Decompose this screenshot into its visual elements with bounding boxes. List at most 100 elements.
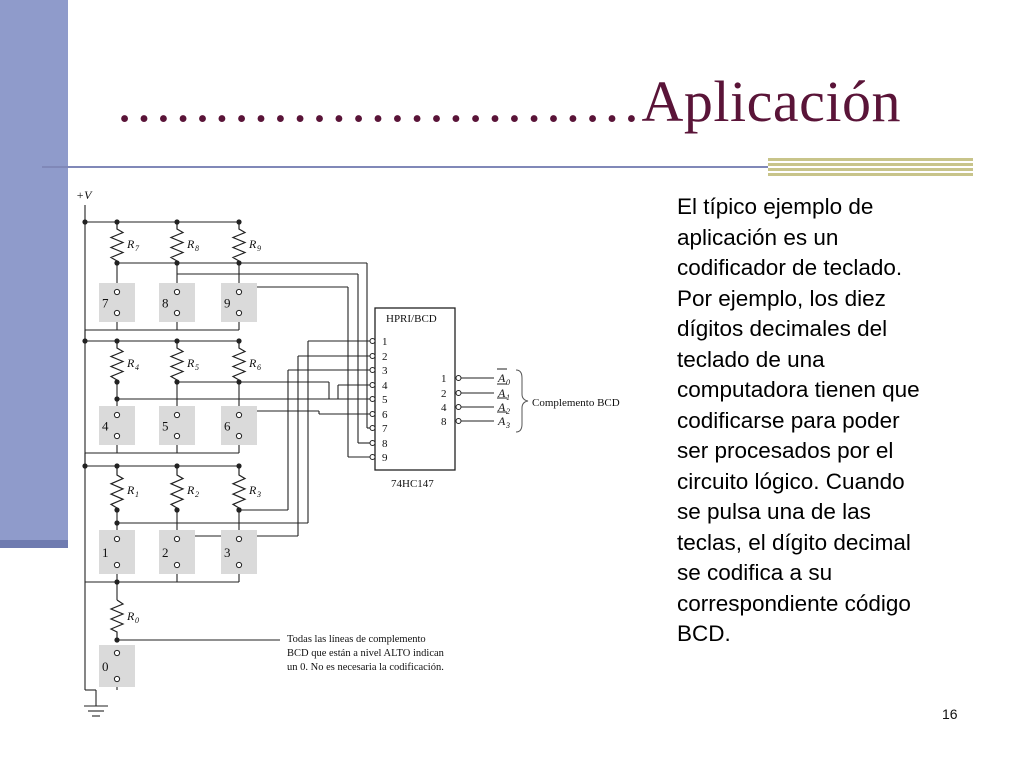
resistor-label-r4: R (126, 356, 135, 370)
chip-output-label-1: 2 (441, 388, 447, 400)
resistor-label-r5: R (186, 356, 195, 370)
resistor-label-r8: R (186, 237, 195, 251)
resistor-label-r2: R (186, 483, 195, 497)
left-accent-bar-edge (0, 540, 68, 548)
resistor-r5 (169, 341, 185, 382)
key-contact-top-7 (113, 288, 121, 296)
resistor-subscript-r7: 7 (135, 244, 140, 253)
note-line-3: un 0. No es necesaria la codificación. (287, 662, 444, 673)
chip-name: HPRI/BCD (386, 313, 437, 325)
chip-part-number: 74HC147 (391, 478, 434, 490)
key-contact-top-1 (113, 535, 121, 543)
note-line-2: BCD que están a nivel ALTO indican (287, 648, 445, 659)
title-decoration (768, 158, 973, 176)
resistor-r2 (169, 466, 185, 510)
resistor-subscript-r4: 4 (135, 363, 139, 372)
chip-output-bubble-2 (455, 404, 462, 410)
resistor-label-r3: R (248, 483, 257, 497)
key-contact-top-8 (173, 288, 181, 296)
chip-output-label-0: 1 (441, 373, 447, 385)
key-contact-top-9 (235, 288, 243, 296)
output-signal-3: A (497, 414, 506, 428)
key-contact-bottom-6 (235, 432, 243, 440)
chip-output-label-3: 8 (441, 416, 447, 428)
resistor-r9 (231, 222, 247, 263)
output-subscript-1: 1 (506, 393, 510, 402)
key-contact-bottom-7 (113, 309, 121, 317)
output-subscript-0: 0 (506, 378, 510, 387)
chip-input-label-5: 5 (382, 394, 388, 406)
resistor-label-r7: R (126, 237, 135, 251)
key-contact-top-4 (113, 411, 121, 419)
key-contact-top-3 (235, 535, 243, 543)
chip-output-label-2: 4 (441, 402, 447, 414)
key-label-6: 6 (224, 419, 231, 434)
resistor-label-r6: R (248, 356, 257, 370)
title-underline (42, 166, 972, 168)
resistor-r0 (109, 599, 125, 640)
chip-input-label-8: 8 (382, 438, 388, 450)
note-line-1: Todas las líneas de complemento (287, 634, 426, 645)
key-contact-top-0 (113, 649, 121, 657)
chip-output-bubble-0 (455, 375, 462, 381)
resistor-r8 (169, 222, 185, 263)
output-subscript-3: 3 (505, 421, 510, 430)
resistor-subscript-r6: 6 (257, 363, 261, 372)
key-contact-top-2 (173, 535, 181, 543)
chip-input-label-1: 1 (382, 336, 388, 348)
chip-input-bubble-3 (369, 367, 376, 373)
key-label-8: 8 (162, 296, 169, 311)
chip-input-bubble-1 (369, 338, 376, 344)
key-contact-bottom-3 (235, 561, 243, 569)
chip-input-label-6: 6 (382, 409, 388, 421)
output-subscript-2: 2 (506, 407, 510, 416)
resistor-subscript-r9: 9 (257, 244, 261, 253)
resistor-label-r0: R (126, 609, 135, 623)
output-signal-2: A (497, 400, 506, 414)
key-label-7: 7 (102, 296, 109, 311)
key-contact-top-5 (173, 411, 181, 419)
key-contact-top-6 (235, 411, 243, 419)
route-junction-1 (114, 520, 120, 526)
resistor-r3 (231, 466, 247, 510)
diagram-labels: +V Complemento BCD Todas las líneas de c… (76, 188, 620, 673)
chip-input-label-7: 7 (382, 423, 388, 435)
chip-body (374, 307, 456, 471)
chip-input-bubble-2 (369, 353, 376, 359)
chip-input-label-9: 9 (382, 452, 388, 464)
key-label-1: 1 (102, 545, 109, 560)
key-contact-bottom-9 (235, 309, 243, 317)
resistor-r1 (109, 466, 125, 510)
resistor-label-r1: R (126, 483, 135, 497)
resistor-subscript-r8: 8 (195, 244, 199, 253)
left-accent-bar (0, 0, 68, 548)
chip-input-bubble-6 (369, 411, 376, 417)
chip-output-bubble-3 (455, 418, 462, 424)
chip-input-bubble-8 (369, 440, 376, 446)
supply-label: +V (76, 188, 93, 202)
resistor-label-r9: R (248, 237, 257, 251)
key-label-0: 0 (102, 659, 109, 674)
resistor-r6 (231, 341, 247, 382)
key-contact-bottom-2 (173, 561, 181, 569)
output-signal-0: A (497, 371, 506, 385)
chip-input-bubble-4 (369, 382, 376, 388)
output-brace (515, 369, 529, 433)
resistor-subscript-r0: 0 (135, 616, 139, 625)
resistor-r4 (109, 341, 125, 382)
resistor-subscript-r3: 3 (256, 490, 261, 499)
chip-input-label-3: 3 (382, 365, 388, 377)
chip-input-label-4: 4 (382, 380, 388, 392)
resistor-subscript-r1: 1 (135, 490, 139, 499)
key-contact-bottom-8 (173, 309, 181, 317)
key-contact-bottom-0 (113, 675, 121, 683)
chip-output-bubble-1 (455, 390, 462, 396)
key-label-3: 3 (224, 545, 231, 560)
slide-title: ………………………Aplicación (115, 69, 901, 134)
key-contact-bottom-5 (173, 432, 181, 440)
route-junction-4 (114, 396, 120, 402)
